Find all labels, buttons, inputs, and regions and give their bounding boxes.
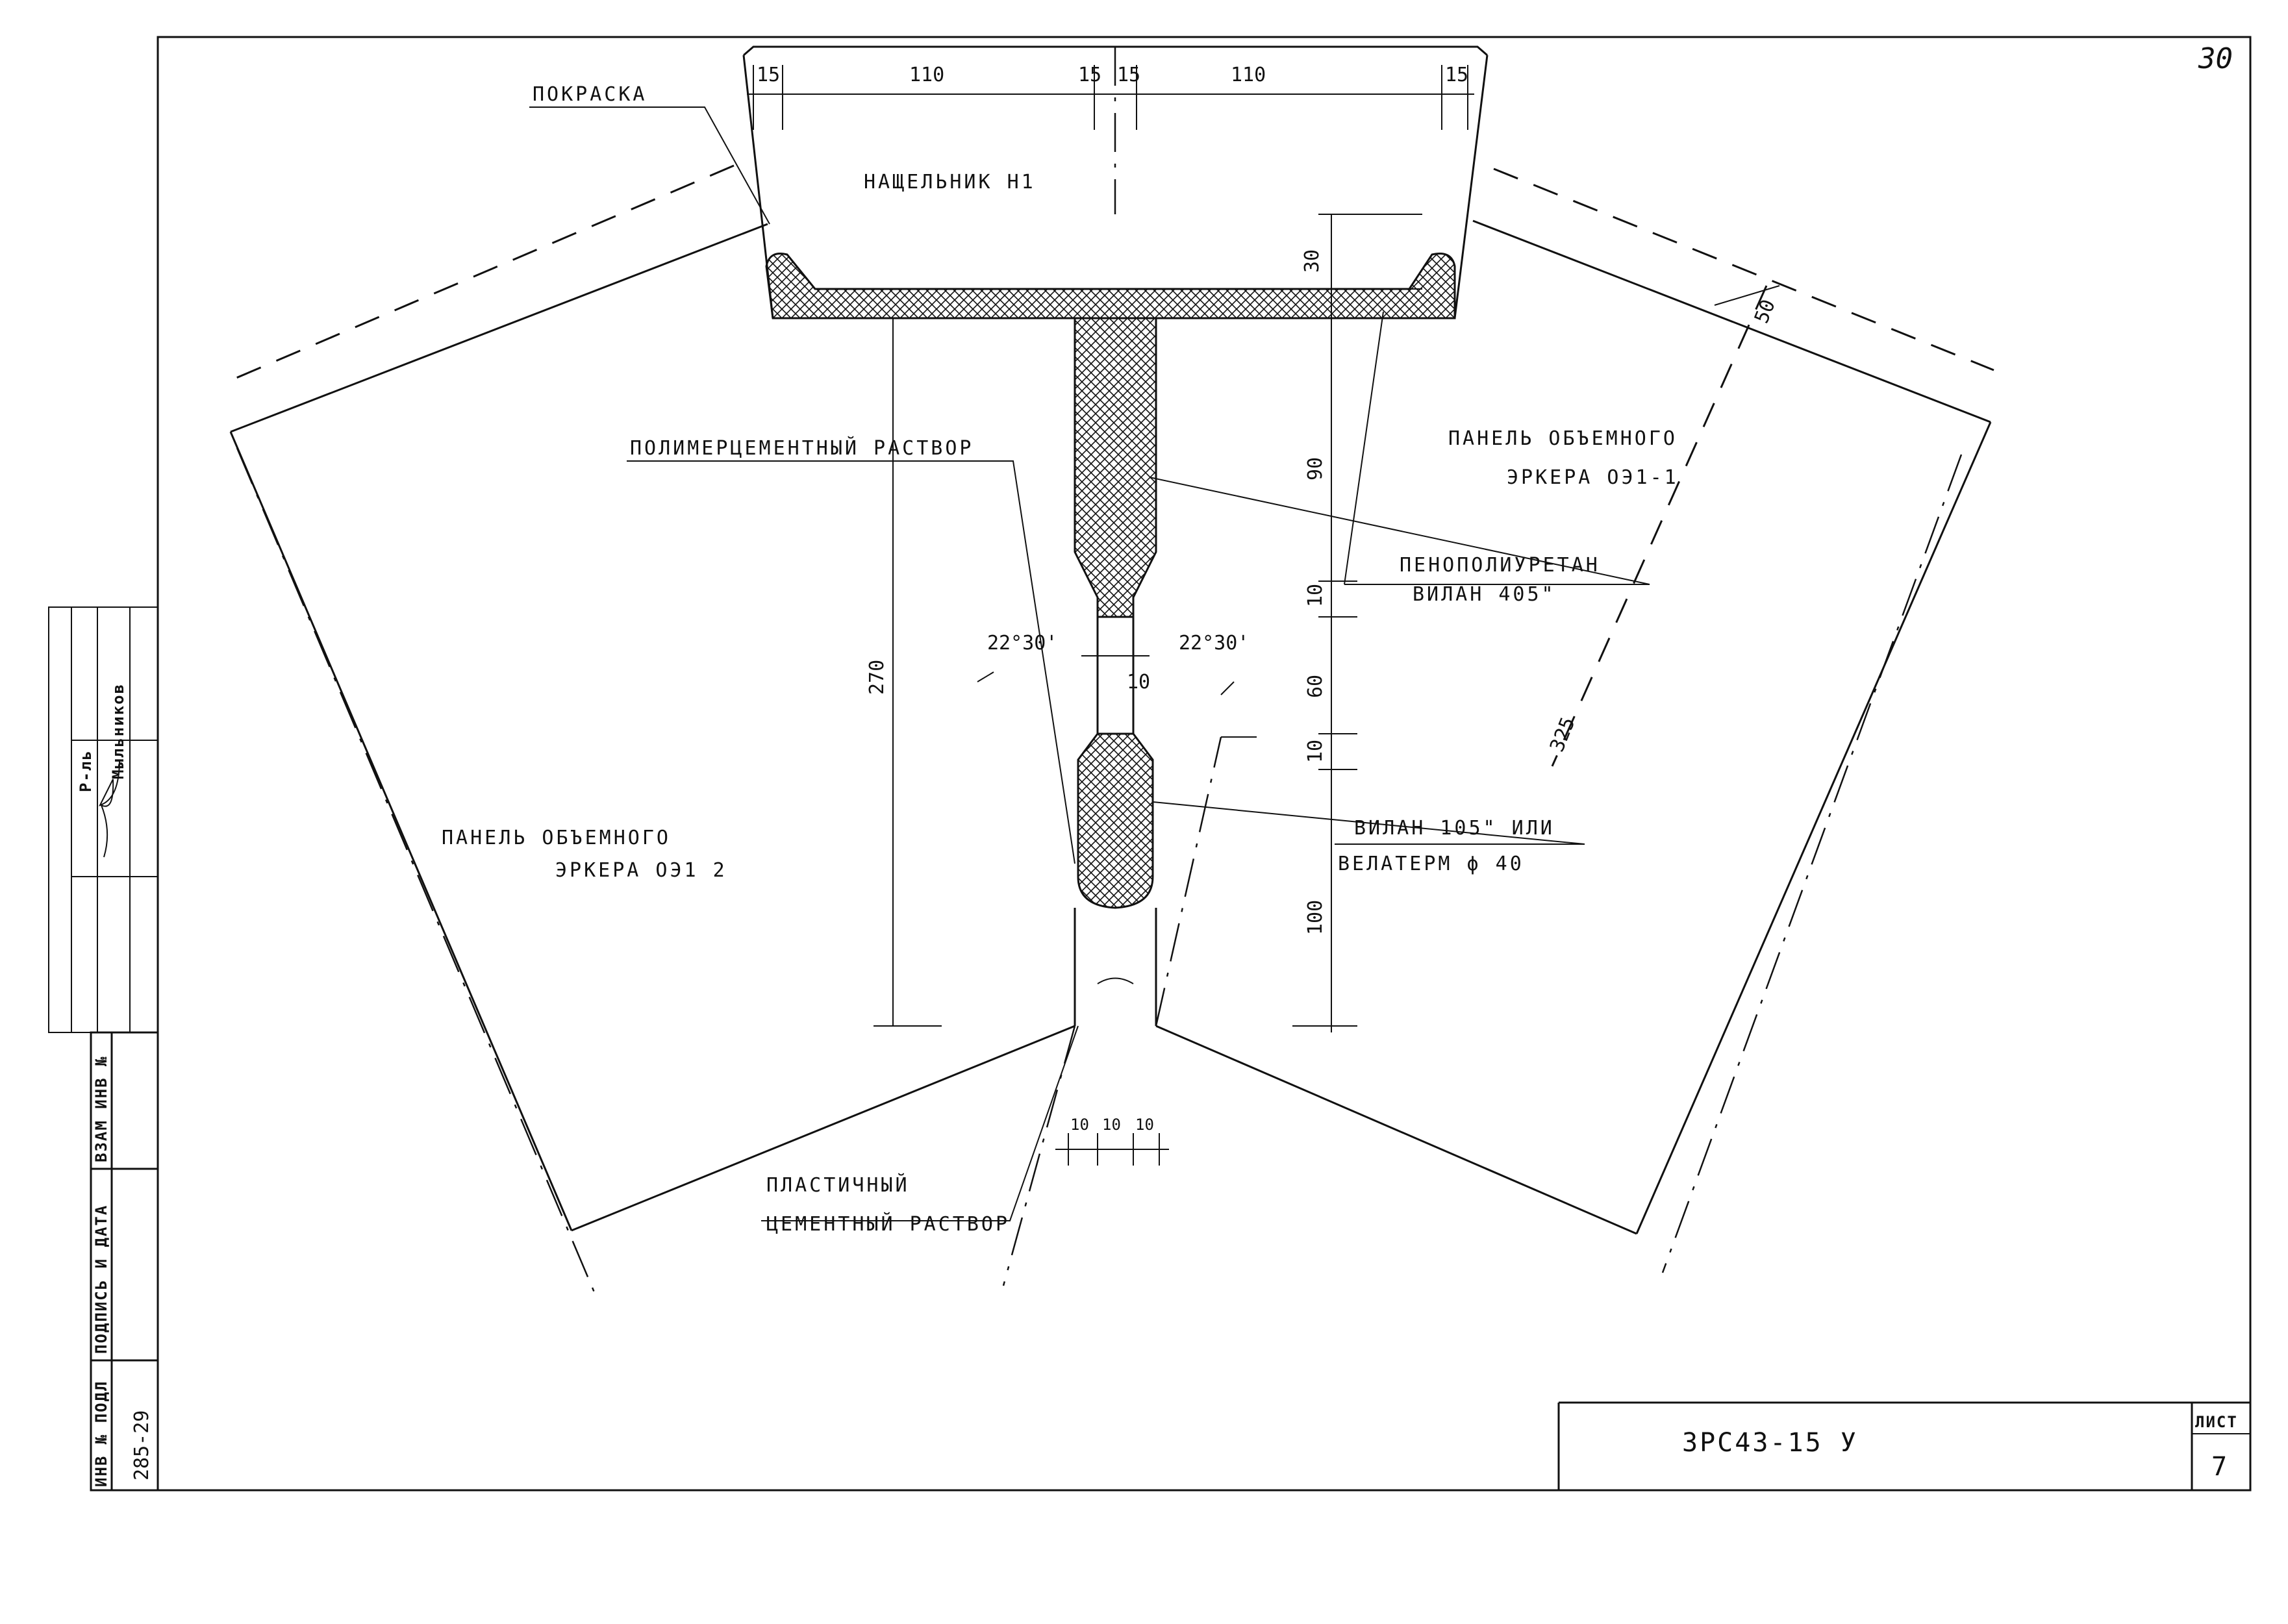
label-panel-left-2: ЭРКЕРА ОЭ1 2	[555, 859, 727, 882]
right-panel	[1155, 168, 1994, 1273]
sheet-number: 7	[2211, 1452, 2229, 1482]
stamp-inv-value: 285-29	[131, 1410, 153, 1480]
dim-15-right: 15	[1445, 64, 1468, 86]
label-panel-right-1: ПАНЕЛЬ ОБЪЕМНОГО	[1448, 427, 1678, 450]
dim-10-b: 10	[1304, 740, 1327, 763]
sheet-label: ЛИСТ	[2195, 1413, 2238, 1431]
stamp-signature-date: ПОДПИСЬ И ДАТА	[92, 1205, 110, 1354]
stamp-signature	[99, 759, 120, 858]
joint-stem	[1074, 317, 1157, 1026]
stamp-role: Р-ль	[77, 749, 95, 792]
dim-bottom-c: 10	[1135, 1116, 1154, 1134]
dim-270: 270	[866, 660, 888, 695]
leader-lines	[529, 106, 1650, 1221]
dim-325: 325	[1546, 714, 1580, 755]
dim-bottom-a: 10	[1070, 1116, 1089, 1134]
dim-15-left: 15	[757, 64, 780, 86]
dimension-lines	[747, 47, 1780, 1166]
dim-100: 100	[1304, 900, 1327, 935]
title-block: 3РС43-15 У ЛИСТ 7	[1494, 1401, 2250, 1492]
sealant-strip	[765, 253, 1456, 319]
dim-110-right: 110	[1231, 64, 1266, 86]
dim-30: 30	[1301, 249, 1324, 273]
page-number: 30	[2198, 42, 2233, 75]
dim-angle-left: 22°30'	[987, 632, 1057, 655]
label-foam-2: ВИЛАН 405"	[1413, 583, 1556, 606]
dim-60: 60	[1304, 675, 1327, 698]
stamp-vzam-inv: ВЗАМ ИНВ №	[92, 1056, 110, 1163]
label-vilan-2: ВЕЛАТЕРМ ϕ 40	[1338, 853, 1524, 875]
dim-50: 50	[1750, 296, 1780, 327]
dim-15-mid-right: 15	[1117, 64, 1140, 86]
label-painting: ПОКРАСКА	[533, 83, 647, 106]
label-plastic-1: ПЛАСТИЧНЫЙ	[766, 1173, 910, 1197]
drawing-code: 3РС43-15 У	[1682, 1428, 1858, 1458]
dim-110-left: 110	[909, 64, 944, 86]
dim-bottom-b: 10	[1102, 1116, 1121, 1134]
dim-10-gap: 10	[1127, 671, 1150, 693]
stamp-name: Мыльников	[109, 683, 127, 779]
vilan-cord	[1077, 732, 1154, 909]
dim-angle-right: 22°30'	[1179, 632, 1249, 655]
left-panel	[223, 164, 1076, 1293]
label-vilan-1: ВИЛАН 105" ИЛИ	[1354, 817, 1555, 840]
dim-10-a: 10	[1304, 584, 1327, 607]
label-panel-right-2: ЭРКЕРА ОЭ1-1	[1507, 466, 1679, 489]
dim-15-mid-left: 15	[1078, 64, 1101, 86]
stamp-inv-podl: ИНВ № ПОДЛ	[92, 1380, 110, 1488]
left-stamp: ИНВ № ПОДЛ ПОДПИСЬ И ДАТА ВЗАМ ИНВ № 285…	[48, 606, 159, 1492]
label-lintel: НАЩЕЛЬНИК Н1	[864, 171, 1036, 194]
label-polymer-mortar: ПОЛИМЕРЦЕМЕНТНЫЙ РАСТВОР	[630, 436, 974, 460]
label-panel-left-1: ПАНЕЛЬ ОБЪЕМНОГО	[442, 827, 671, 849]
label-foam-1: ПЕНОПОЛИУРЕТАН	[1400, 554, 1600, 577]
label-plastic-2: ЦЕМЕНТНЫЙ РАСТВОР	[766, 1212, 1010, 1236]
dim-90: 90	[1304, 457, 1327, 481]
sheet-frame	[157, 36, 2252, 1492]
